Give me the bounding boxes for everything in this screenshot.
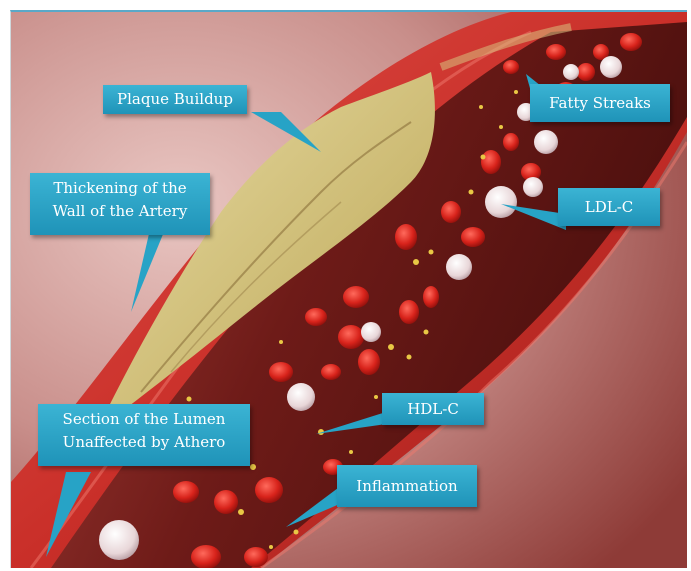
section-lumen-label: Section of the Lumen Unaffected by Ather… [38, 404, 250, 466]
ldl-c-label: LDL-C [558, 188, 660, 226]
inflammation-label: Inflammation [337, 465, 477, 507]
hdl-c-label: HDL-C [382, 393, 484, 425]
section-line-2: Unaffected by Athero [38, 431, 250, 454]
fatty-streaks-label: Fatty Streaks [530, 84, 670, 122]
thickening-line-2: Wall of the Artery [30, 200, 210, 223]
section-line-1: Section of the Lumen [38, 408, 250, 431]
thickening-wall-label: Thickening of the Wall of the Artery [30, 173, 210, 235]
plaque-buildup-label: Plaque Buildup [103, 85, 247, 114]
thickening-line-1: Thickening of the [30, 177, 210, 200]
